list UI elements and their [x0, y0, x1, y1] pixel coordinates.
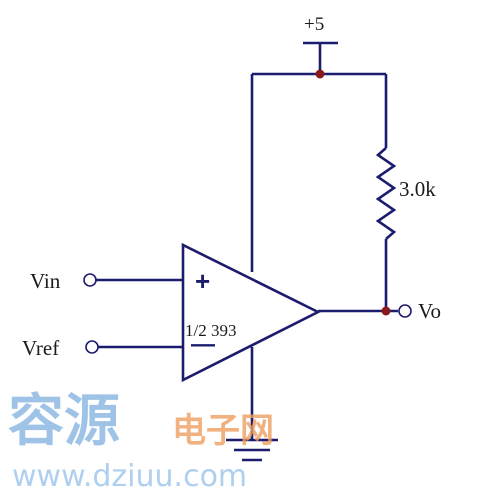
- input-pin: [83, 273, 97, 287]
- supply-junction: [315, 69, 325, 79]
- output-label: Vo: [418, 299, 441, 323]
- reference-label: Vref: [22, 336, 59, 360]
- chip-label: 1/2 393: [185, 321, 236, 340]
- pullup-resistor: [375, 147, 397, 240]
- plus-sign: +: [195, 266, 210, 296]
- input-label: Vin: [30, 269, 61, 293]
- output-junction: [381, 306, 391, 316]
- opamp-triangle: [181, 242, 321, 383]
- minus-sign: —: [191, 331, 215, 358]
- watermark-url: www.dziuu.com: [12, 459, 247, 494]
- supply-label: +5: [304, 14, 324, 35]
- reference-pin: [85, 340, 99, 354]
- output-pin: [398, 304, 412, 318]
- watermark-title: 容源: [8, 389, 120, 454]
- resistor-label: 3.0k: [399, 177, 436, 201]
- watermark-subtitle: 电子网: [172, 411, 274, 451]
